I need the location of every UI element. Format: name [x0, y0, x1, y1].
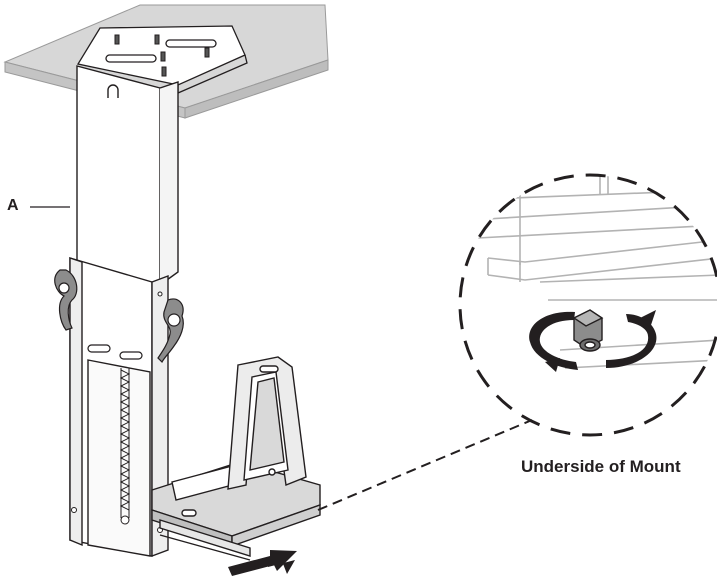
detail-adjustment-knob — [572, 309, 604, 352]
right-lock-knob — [157, 298, 184, 364]
detail-caption: Underside of Mount — [521, 457, 681, 476]
detail-connector-line — [317, 419, 533, 511]
slide-direction-arrow — [228, 550, 297, 576]
cpu-upright-support — [227, 356, 307, 490]
column-slots — [87, 344, 143, 360]
left-lock-knob — [54, 269, 78, 331]
mounting-screws — [114, 34, 210, 77]
rotation-arrow-icon — [529, 310, 657, 372]
callout-label-a: A — [7, 197, 19, 214]
vertical-column-a — [69, 65, 179, 558]
tension-spring — [119, 368, 131, 525]
cpu-holder-base — [151, 461, 321, 561]
detail-circle-outline — [458, 173, 717, 437]
